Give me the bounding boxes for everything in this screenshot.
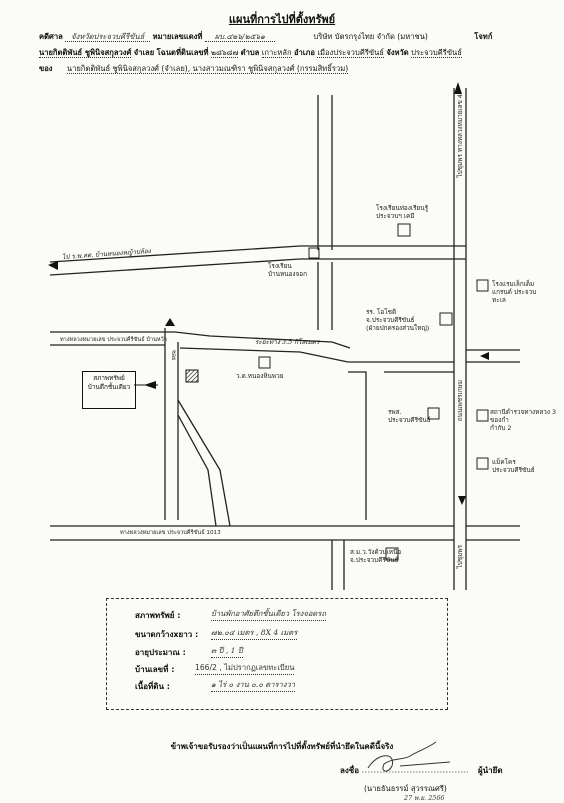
plaintiff: บริษัท บัตรกรุงไทย จำกัด (มหาชน) <box>313 32 428 41</box>
court-name: จังหวัดประจวบคีรีขันธ์ <box>65 32 151 42</box>
black-no-value: ผบ.๔๒๖/๒๕๖๑ <box>204 32 275 42</box>
sign-date: 27 พ.ย. 2566 <box>404 794 445 802</box>
black-no-label: หมายเลขแดงที่ <box>152 32 203 41</box>
property-info-box: สภาพทรัพย์ : บ้านพักอาศัยตึกชั้นเดียว โร… <box>106 598 448 710</box>
landmark-hospital: รพส. ประจวบคีรีขันธ์ <box>388 408 431 424</box>
signer-name: (นายธันธรรม์ สุวรรณศรี) <box>364 784 447 793</box>
area-value: ๑ ไร่ ๐ งาน ๐.๐ ตารางวา <box>211 679 296 692</box>
deed-label: โฉนดที่ดินเลขที่ <box>156 48 209 57</box>
landmark-school-top: โรงเรียนท่องเรียนรู้ ประจวบฯ เคมี <box>376 204 429 220</box>
landmark-right-top: โรงแรมเล็กเต็ม แกรนด์ ประจวบ ทะเล <box>492 280 537 304</box>
landmark-school-mid: รร. โอโชติ จ.ประจวบคีรีขันธ์ (ฝ่ายปกครอง… <box>366 308 430 332</box>
house-no-value: 166/2 , ไม่ปรากฏเลขทะเบียน <box>195 662 295 675</box>
size-value: ๗๒.๐๔ เมตร , 8X 4 เมตร <box>211 627 298 640</box>
tambon-label: ตำบล <box>240 48 260 57</box>
road-label-bottom: ทางหลวงหมายเลข ประจวบคีรีขันธ์ 1013 <box>120 530 221 536</box>
certify-text: ข้าพเจ้าขอรับรองว่าเป็นแผนที่การไปที่ตั้… <box>170 742 394 751</box>
road-top-left-lower <box>49 258 301 276</box>
age-label: อายุประมาณ : <box>135 648 186 657</box>
tambon: เกาะหลัก <box>261 48 292 58</box>
case-label: คดีศาล <box>39 32 63 41</box>
house-no-label: บ้านเลขที่ : <box>135 665 175 674</box>
road-label-distance: ระยะทาง 3.5 กิโลเมตร <box>255 338 320 346</box>
amphoe: เมืองประจวบคีรีขันธ์ <box>317 48 384 58</box>
signer-role: ผู้นำยึด <box>478 766 503 775</box>
header-line-2: นายกิตติพันธ์ ชูพินิจสกุลวงศ์ จำเลย โฉนด… <box>39 47 462 59</box>
page-title: แผนที่การไปที่ตั้งทรัพย์ <box>228 13 336 26</box>
road-label-middle: ทางหลวงหมายเลข ประจวบคีรีขันธ์ บ้านหว้า <box>60 337 167 343</box>
header-line-3: ของ นายกิตติพันธ์ ชูพินิจสกุลวงศ์ (จำเลย… <box>39 63 349 75</box>
province-label: จังหวัด <box>386 48 409 57</box>
landmark-right-low: แม็คโคร ประจวบคีรีขันธ์ <box>492 458 535 474</box>
property-note-box: สภาพทรัพย์ บ้านตึกชั้นเดียว <box>82 371 136 409</box>
age-value: ๓ ปี , 1 ปี <box>211 645 243 658</box>
type-label: สภาพทรัพย์ : <box>135 611 181 620</box>
size-label: ขนาดกว้างxยาว : <box>135 630 199 639</box>
landmark-temple: ว.ด.หนองหินพวย <box>236 372 284 380</box>
type-value: บ้านพักอาศัยตึกชั้นเดียว โรงจอดรถ <box>211 608 326 621</box>
landmark-bottom-school: ส.ม.ว.วังด้วนเหนือ จ.ประจวบคีรีขันธ์ <box>350 548 402 564</box>
deed-no: ๒๘๖๘๗ <box>210 48 239 58</box>
road-top-left-upper <box>49 245 301 263</box>
landmark-school-left: โรงเรียน บ้านหนองจอก <box>268 262 308 278</box>
landmark-right-mid: สถานีตำรวจทางหลวง 3 ของกำ กำกับ 2 <box>490 408 557 432</box>
property-note-1: สภาพทรัพย์ <box>93 374 125 382</box>
defendant-label: จำเลย <box>133 48 155 57</box>
amphoe-label: อำเภอ <box>293 48 315 57</box>
plaintiff-label: โจทก์ <box>474 32 493 41</box>
sign-label: ลงชื่อ <box>340 766 360 775</box>
property-note-2: บ้านตึกชั้นเดียว <box>87 383 131 391</box>
province: ประจวบคีรีขันธ์ <box>411 48 462 58</box>
owners: นายกิตติพันธ์ ชูพินิจสกุลวงศ์ (จำเลย), น… <box>66 64 349 74</box>
road-label-soi: ซอย <box>170 350 176 361</box>
header-line-1: คดีศาล จังหวัดประจวบคีรีขันธ์ หมายเลขแดง… <box>39 31 492 43</box>
area-label: เนื้อที่ดิน : <box>135 682 170 691</box>
owner-label: ของ <box>39 64 53 73</box>
defendant: นายกิตติพันธ์ ชูพินิจสกุลวงศ์ <box>39 48 132 58</box>
